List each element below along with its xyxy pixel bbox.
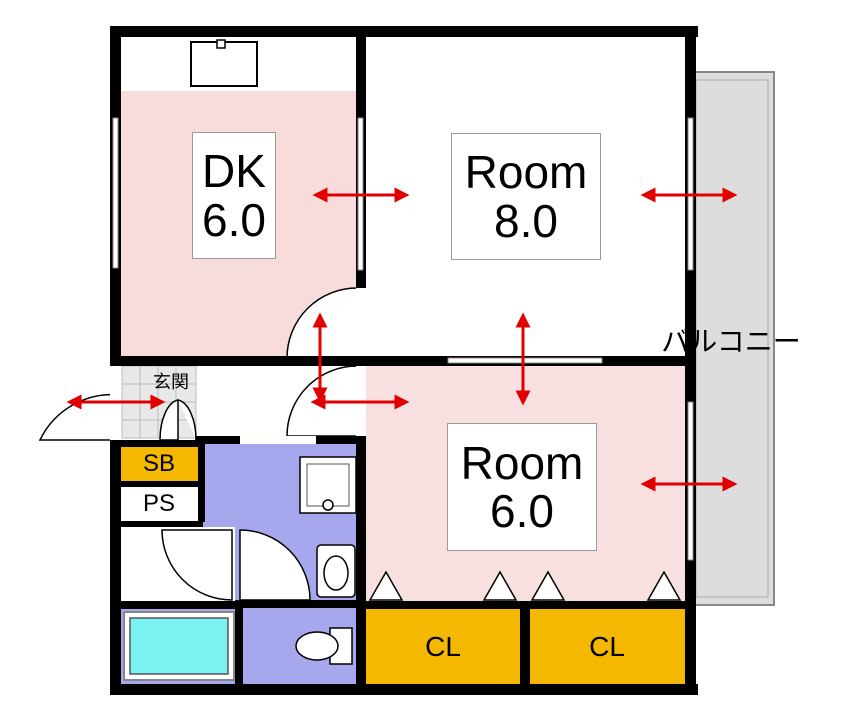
- bathtub-basin: [129, 617, 229, 675]
- room8-label: Room 8.0: [451, 133, 601, 260]
- shoe-box: [120, 447, 198, 481]
- closet-right: [528, 608, 686, 685]
- pipe-space-label: PS: [142, 490, 175, 517]
- balcony-label: バルコニー: [661, 325, 801, 358]
- airflow-arrows: [66, 187, 738, 492]
- shoe-box-label: SB: [142, 450, 175, 477]
- dk-name: DK: [202, 145, 266, 198]
- room6-name: Room: [460, 436, 584, 489]
- dk-size: 6.0: [202, 193, 266, 246]
- pipe-space: [120, 487, 198, 521]
- room6-size: 6.0: [490, 485, 554, 537]
- kitchen-sink: [190, 41, 258, 87]
- wash-basin-bowl: [323, 555, 349, 591]
- balcony-area: [689, 71, 775, 606]
- closet-door-marks: [368, 570, 682, 601]
- room8-size: 8.0: [494, 194, 558, 247]
- room8-name: Room: [464, 146, 588, 199]
- entrance-door-leaves: [159, 399, 197, 441]
- dk-label: DK 6.0: [192, 132, 276, 259]
- toilet-bowl: [295, 631, 339, 661]
- closet-right-label: CL: [589, 631, 625, 662]
- closet-left-label: CL: [425, 631, 461, 662]
- closet-left: [364, 608, 522, 685]
- drain-icon: [322, 499, 334, 511]
- kitchen-faucet: [216, 39, 226, 49]
- washing-machine-tray: [306, 463, 350, 507]
- room6-label: Room 6.0: [447, 423, 597, 551]
- entrance-label: 玄関: [153, 372, 189, 393]
